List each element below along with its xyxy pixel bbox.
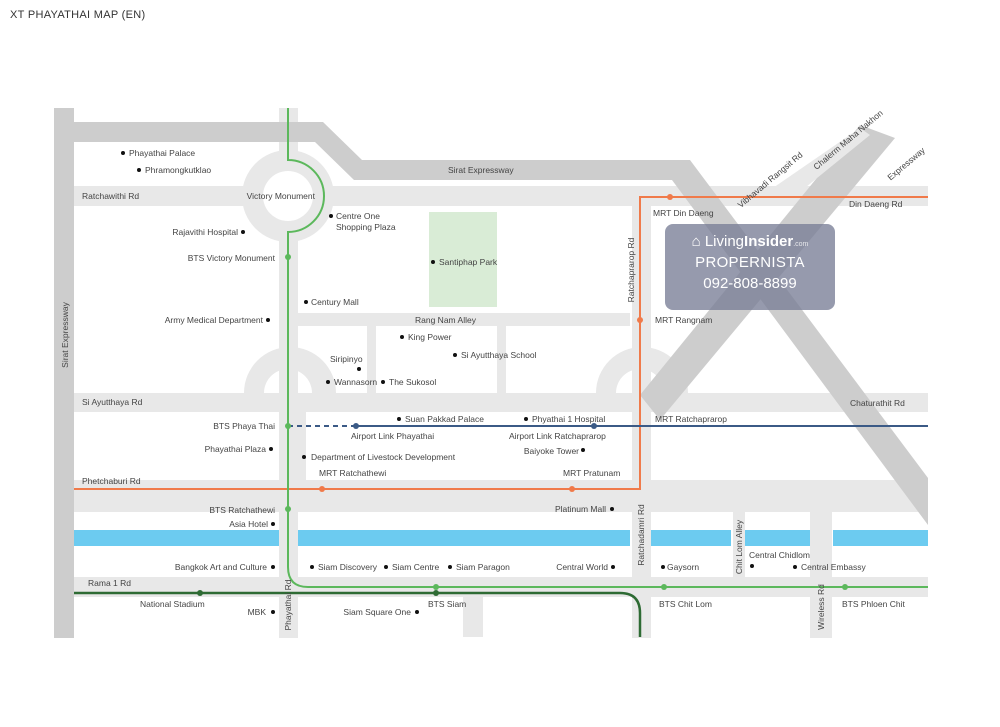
label-mrt-pratunam: MRT Pratunam [563, 468, 620, 478]
label-central-embassy: Central Embassy [801, 562, 866, 572]
label-phetchaburi-rd: Phetchaburi Rd [82, 476, 141, 486]
label-rang-nam-alley: Rang Nam Alley [415, 315, 477, 325]
label-phayathai-rd: Phayathai Rd [283, 579, 293, 630]
label-mrt-ratchaprarop: MRT Ratchaprarop [655, 414, 727, 424]
label-rajavithi-hospital: Rajavithi Hospital [172, 227, 238, 237]
bts-silom-line [74, 591, 642, 637]
label-the-sukosol: The Sukosol [389, 377, 436, 387]
label-sirat-expressway-left: Sirat Expressway [60, 301, 70, 367]
brand-suffix: .com [793, 241, 809, 248]
watermark: ⌂ LivingInsider.com PROPERNISTA 092-808-… [665, 224, 835, 310]
label-siripinyo: Siripinyo [330, 354, 363, 364]
label-mbk: MBK [248, 607, 267, 617]
stations [197, 194, 848, 596]
label-mrt-din-daeng: MRT Din Daeng [653, 208, 714, 218]
label-siam-centre: Siam Centre [392, 562, 440, 572]
label-siam-discovery: Siam Discovery [318, 562, 378, 572]
label-rama-1-rd: Rama 1 Rd [88, 578, 131, 588]
label-platinum-mall: Platinum Mall [555, 504, 606, 514]
label-santiphap-park: Santiphap Park [439, 257, 498, 267]
label-mrt-rangnam: MRT Rangnam [655, 315, 712, 325]
label-king-power: King Power [408, 332, 452, 342]
label-shopping-plaza: Shopping Plaza [336, 222, 396, 232]
label-army-medical: Army Medical Department [165, 315, 264, 325]
label-siam-square-one: Siam Square One [343, 607, 411, 617]
label-mrt-ratchathewi: MRT Ratchathewi [319, 468, 386, 478]
label-airport-link-ratchaprarop: Airport Link Ratchaprarop [509, 431, 606, 441]
label-gaysorn: Gaysorn [667, 562, 699, 572]
label-national-stadium: National Stadium [140, 599, 205, 609]
watermark-phone: 092-808-8899 [703, 275, 797, 292]
label-bts-chit-lom: BTS Chit Lom [659, 599, 712, 609]
label-century-mall: Century Mall [311, 297, 359, 307]
canal [74, 530, 928, 546]
label-chaturathit-rd: Chaturathit Rd [850, 398, 905, 408]
label-siam-paragon: Siam Paragon [456, 562, 510, 572]
santiphap-park-area [429, 212, 497, 307]
label-si-ayutthaya-rd: Si Ayutthaya Rd [82, 397, 143, 407]
label-si-ayutthaya-school: Si Ayutthaya School [461, 350, 537, 360]
label-bts-victory-monument: BTS Victory Monument [188, 253, 276, 263]
bts-sukhumvit-line [287, 108, 928, 588]
watermark-name: PROPERNISTA [695, 254, 805, 271]
label-wireless-rd: Wireless Rd [816, 584, 826, 630]
label-bacc: Bangkok Art and Culture [175, 562, 267, 572]
label-bts-siam: BTS Siam [428, 599, 466, 609]
label-wannasorn: Wannasorn [334, 377, 377, 387]
label-suan-pakkad: Suan Pakkad Palace [405, 414, 484, 424]
brand-light: Living [704, 233, 745, 250]
label-livestock-dept: Department of Livestock Development [311, 452, 456, 462]
watermark-logo: ⌂ LivingInsider.com [665, 233, 835, 250]
label-victory-monument: Victory Monument [247, 191, 316, 201]
label-phramongkutklao: Phramongkutklao [145, 165, 211, 175]
label-airport-link-phayathai: Airport Link Phayathai [351, 431, 434, 441]
label-din-daeng-rd: Din Daeng Rd [849, 199, 903, 209]
label-chit-lom-alley: Chit Lom Alley [734, 519, 744, 574]
map-title: XT PHAYATHAI MAP (EN) [10, 9, 146, 21]
label-centre-one: Centre One [336, 211, 380, 221]
label-phayathai-palace: Phayathai Palace [129, 148, 195, 158]
mrt-line [74, 196, 928, 490]
label-sirat-expressway-top: Sirat Expressway [448, 165, 514, 175]
label-bts-phloen-chit: BTS Phloen Chit [842, 599, 905, 609]
label-ratchadamri-rd: Ratchadamri Rd [636, 504, 646, 566]
label-central-world: Central World [556, 562, 608, 572]
label-asia-hotel: Asia Hotel [229, 519, 268, 529]
label-ratchaprarop-rd: Ratchaprarop Rd [626, 237, 636, 302]
label-bts-phaya-thai: BTS Phaya Thai [213, 421, 275, 431]
label-bts-ratchathewi: BTS Ratchathewi [209, 505, 275, 515]
house-icon: ⌂ [691, 233, 701, 250]
label-phyathai-1-hospital: Phyathai 1 Hospital [532, 414, 605, 424]
label-central-chidlom: Central Chidlom [749, 550, 810, 560]
label-ratchawithi-rd: Ratchawithi Rd [82, 191, 139, 201]
label-phayathai-plaza: Phayathai Plaza [205, 444, 267, 454]
label-baiyoke-tower: Baiyoke Tower [524, 446, 579, 456]
poi-dots [121, 151, 797, 614]
brand-bold: Insider [744, 233, 794, 250]
